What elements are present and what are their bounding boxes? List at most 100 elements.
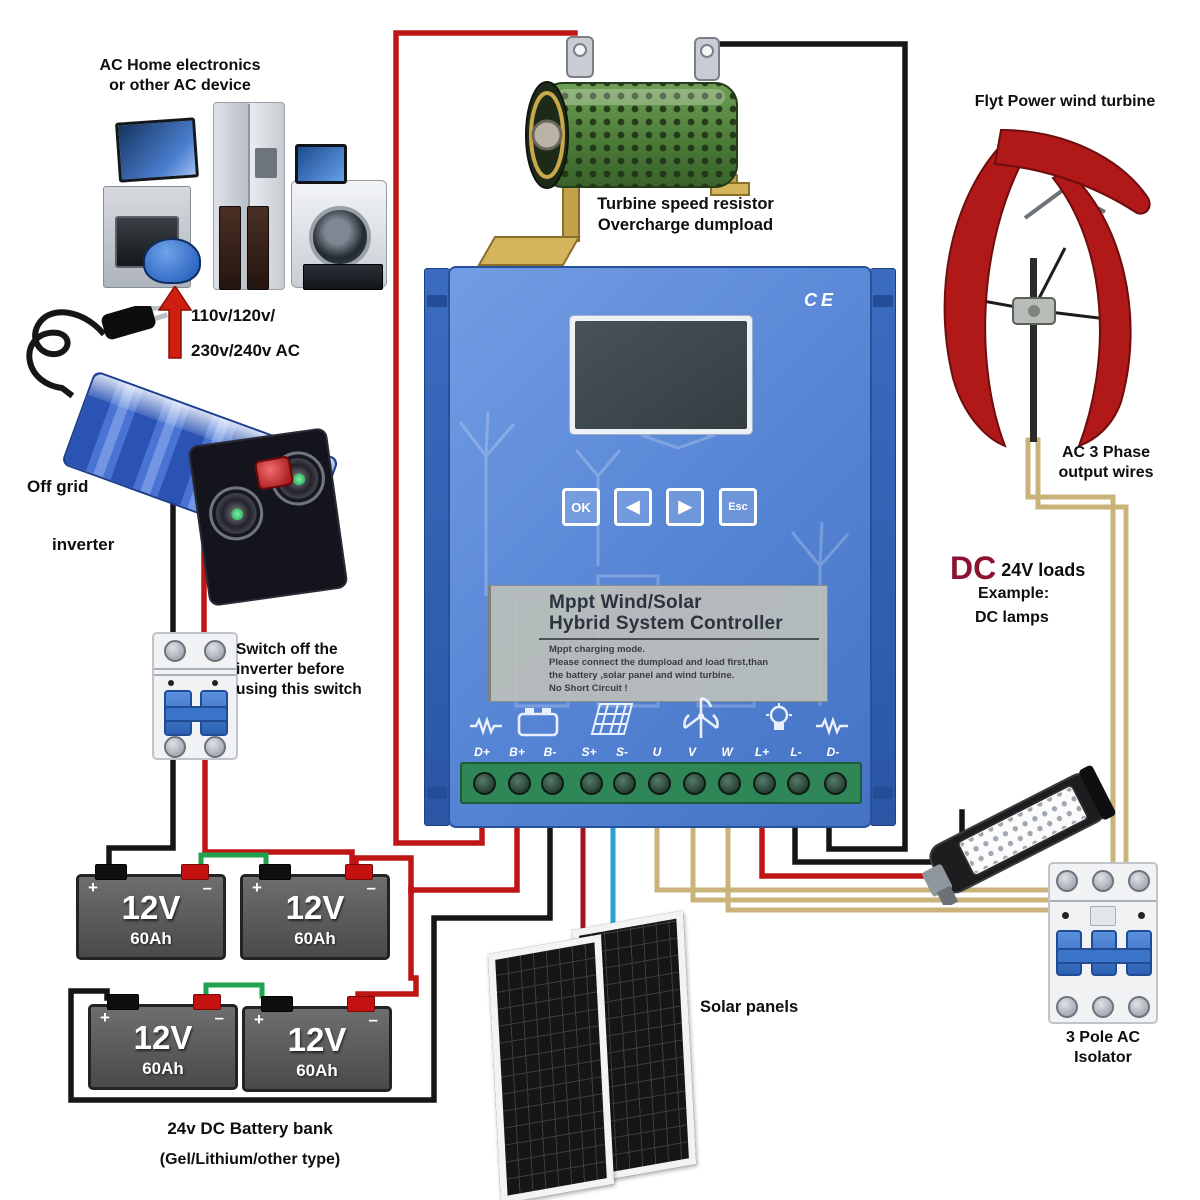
isolator-toggle-bar[interactable] xyxy=(1056,948,1152,964)
fan-icon xyxy=(205,482,267,544)
plus-sign: + xyxy=(252,878,262,897)
battery-capacity: 60Ah xyxy=(142,1059,184,1078)
screw-icon xyxy=(1056,870,1078,892)
controller-label-panel: Mppt Wind/Solar Hybrid System Controller… xyxy=(488,585,828,702)
battery-voltage: 12V xyxy=(285,889,345,926)
screw-icon xyxy=(1092,996,1114,1018)
esc-button[interactable]: Esc xyxy=(719,488,757,526)
minus-sign: – xyxy=(366,878,376,897)
vacuum-illustration xyxy=(143,238,201,284)
wire-series-jumper-1 xyxy=(198,852,269,869)
plus-sign: + xyxy=(254,1010,264,1029)
inverter-label-2: inverter xyxy=(52,535,115,554)
wind-turbine-illustration xyxy=(943,128,1151,448)
dc-lamps-label: DC lamps xyxy=(975,609,1049,626)
controller-note: the battery ,solar panel and wind turbin… xyxy=(549,670,735,682)
wire-phase-u xyxy=(654,823,1053,893)
wire-battery-negative xyxy=(68,823,553,1103)
breaker-toggle-bar[interactable] xyxy=(164,706,228,722)
ok-button[interactable]: OK xyxy=(562,488,600,526)
wire-turbine-phase-a xyxy=(1025,437,1116,869)
terminal-screw[interactable] xyxy=(613,772,636,795)
wire-dumpload-negative xyxy=(701,41,908,852)
battery-voltage: 12V xyxy=(133,1019,193,1056)
solar-panel-front xyxy=(487,934,615,1200)
tv-illustration xyxy=(115,117,199,183)
battery-terminal-positive xyxy=(261,996,293,1012)
wire-phase-w xyxy=(725,823,1053,913)
arrow-right-button[interactable]: ▶ xyxy=(666,488,704,526)
terminal-label-b-minus: B- xyxy=(543,745,557,759)
battery-terminal-positive xyxy=(95,864,127,880)
wire-turbine-phase-b xyxy=(1035,437,1129,869)
terminal-screw[interactable] xyxy=(580,772,603,795)
terminal-screw[interactable] xyxy=(787,772,810,795)
battery-terminal-negative xyxy=(345,864,373,880)
terminal-label-v: V xyxy=(687,745,696,759)
appliances-illustration xyxy=(95,88,395,306)
lamp-icon xyxy=(766,703,792,730)
battery-12v: + – 12V 60Ah xyxy=(242,996,392,1092)
terminal-screw[interactable] xyxy=(824,772,847,795)
terminal-label-d-plus: D+ xyxy=(474,745,490,759)
screw-icon xyxy=(204,736,226,758)
terminal-label-l-plus: L+ xyxy=(754,745,770,759)
ac-home-label: AC Home electronics or other AC device xyxy=(99,57,261,94)
screw-icon xyxy=(1056,996,1078,1018)
plus-sign: + xyxy=(100,1008,110,1027)
inverter-label-1: Off grid xyxy=(27,477,89,496)
battery-voltage: 12V xyxy=(287,1021,347,1058)
speaker-illustration xyxy=(219,206,241,290)
wind-turbine-icon xyxy=(683,696,719,738)
resistor-coil-icon xyxy=(816,716,848,736)
terminal-screw[interactable] xyxy=(753,772,776,795)
fridge-dispenser xyxy=(255,148,277,178)
arrow-left-button[interactable]: ◀ xyxy=(614,488,652,526)
terminal-screw[interactable] xyxy=(648,772,671,795)
controller-rail-right xyxy=(870,268,896,826)
ac-isolator-switch xyxy=(1048,862,1158,1024)
terminal-screw[interactable] xyxy=(683,772,706,795)
fridge-door-line xyxy=(248,104,250,288)
up-arrow-icon xyxy=(158,286,193,359)
isolator-label: 3 Pole AC Isolator xyxy=(1065,1029,1141,1066)
terminal-screw[interactable] xyxy=(508,772,531,795)
battery-bank-label-2: (Gel/Lithium/other type) xyxy=(159,1151,341,1168)
small-tv-illustration xyxy=(295,144,347,184)
controller-note: No Short Circuit ! xyxy=(549,683,628,695)
wire-series-jumper-2 xyxy=(203,982,265,999)
terminal-screw[interactable] xyxy=(541,772,564,795)
solar-panel-icon xyxy=(590,703,634,735)
speaker-illustration xyxy=(247,206,269,290)
terminal-label-b-plus: B+ xyxy=(509,745,525,759)
dc-lamp-illustration xyxy=(922,765,1116,905)
lcd-screen xyxy=(570,316,752,434)
wire-battery-positive-up xyxy=(353,855,414,895)
av-receiver-illustration xyxy=(303,264,383,290)
battery-capacity: 60Ah xyxy=(294,929,336,948)
ac3phase-label: AC 3 Phase output wires xyxy=(1058,444,1154,481)
battery-terminal-negative xyxy=(347,996,375,1012)
terminal-label-s-plus: S+ xyxy=(581,745,597,759)
terminal-label-l-minus: L- xyxy=(790,745,802,759)
screw-icon xyxy=(164,736,186,758)
minus-sign: – xyxy=(214,1008,224,1027)
screw-icon xyxy=(204,640,226,662)
screw-icon xyxy=(1092,870,1114,892)
plus-sign: + xyxy=(88,878,98,897)
wire-switch-black xyxy=(106,753,176,869)
terminal-screw[interactable] xyxy=(718,772,741,795)
battery-12v: + – 12V 60Ah xyxy=(240,864,390,960)
battery-terminal-negative xyxy=(181,864,209,880)
terminal-label-d-minus: D- xyxy=(826,745,840,759)
dc-loads-label: DC 24V loads xyxy=(950,550,1086,586)
terminal-screw[interactable] xyxy=(473,772,496,795)
inverter-terminal-knob xyxy=(253,455,295,491)
resistor-label: Turbine speed resistor Overcharge dumplo… xyxy=(597,195,774,234)
controller-note: Please connect the dumpload and load fir… xyxy=(549,656,769,668)
voltage-label-1: 110v/120v/ xyxy=(191,306,276,325)
wire-phase-v xyxy=(690,823,1053,903)
wind-turbine-label: Flyt Power wind turbine xyxy=(974,93,1156,110)
controller-rail-left xyxy=(424,268,450,826)
